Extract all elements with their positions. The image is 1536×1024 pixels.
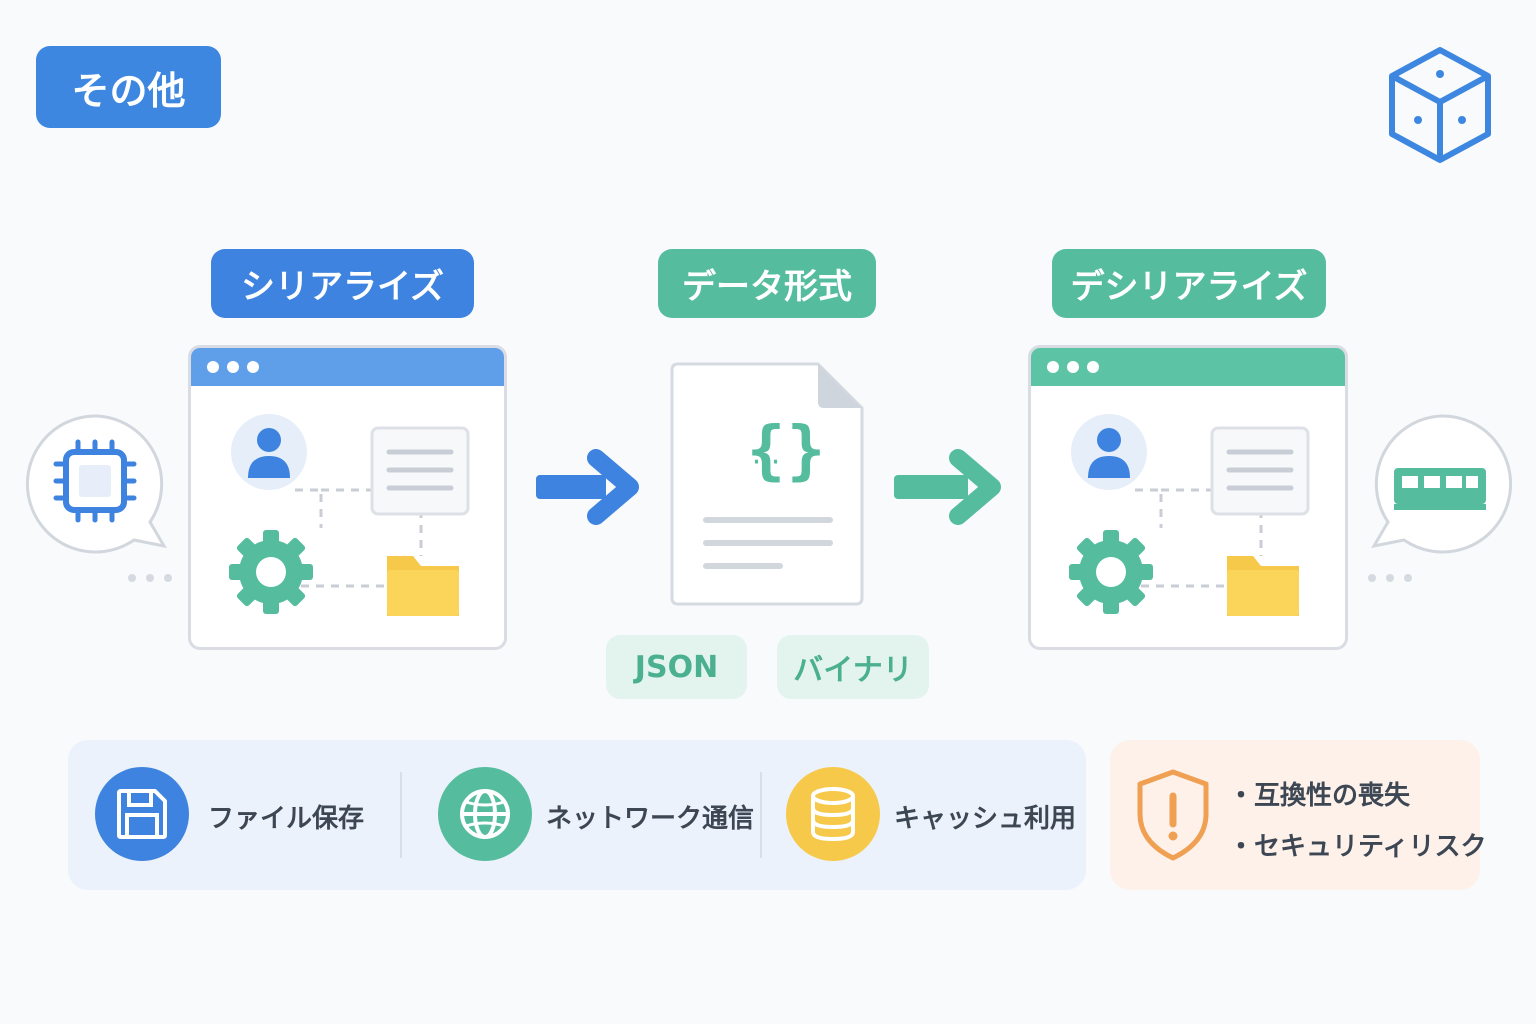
svg-text:{: {: [747, 414, 786, 488]
divider: [400, 772, 402, 858]
svg-text:···: ···: [752, 445, 781, 480]
warning-shield-icon: [1137, 769, 1209, 861]
serialize-window: [188, 345, 507, 650]
binary-chip: バイナリ: [777, 635, 929, 699]
user-icon: [1071, 414, 1147, 490]
svg-text:}: }: [787, 414, 826, 488]
json-chip: JSON: [606, 635, 747, 699]
serialize-label: シリアライズ: [211, 249, 474, 318]
use-cases-panel: [68, 740, 1086, 890]
user-icon: [231, 414, 307, 490]
deserialize-label: デシリアライズ: [1052, 249, 1326, 318]
document-list-icon: [370, 426, 470, 516]
risk-item-compatibility: ・互換性の喪失: [1228, 781, 1411, 811]
folder-icon: [387, 556, 459, 616]
memory-module-bubble: [1368, 414, 1513, 582]
document-list-icon: [1210, 426, 1310, 516]
memory-chip-bubble: [25, 414, 172, 582]
memory-module-icon: [1394, 468, 1486, 510]
risk-item-security: ・セキュリティリスク: [1228, 832, 1487, 862]
file-save-label: ファイル保存: [208, 804, 365, 834]
database-icon: [786, 767, 880, 861]
cpu-chip-icon: [53, 439, 137, 523]
globe-icon: [438, 767, 532, 861]
network-label: ネットワーク通信: [546, 804, 755, 834]
cube-logo-icon: [1389, 47, 1491, 163]
divider: [760, 772, 762, 858]
floppy-disk-icon: [95, 767, 189, 861]
gear-icon: [1069, 530, 1153, 614]
window-titlebar: [191, 348, 504, 386]
window-titlebar: [1031, 348, 1345, 386]
page-title: その他: [36, 46, 221, 128]
data-document-icon: { ··· }: [670, 362, 864, 606]
folder-icon: [1227, 556, 1299, 616]
cache-label: キャッシュ利用: [894, 804, 1077, 834]
gear-icon: [229, 530, 313, 614]
arrow-right-icon: [894, 449, 1001, 525]
data-format-label: データ形式: [658, 249, 876, 318]
deserialize-window: [1028, 345, 1348, 650]
arrow-right-icon: [536, 449, 639, 525]
